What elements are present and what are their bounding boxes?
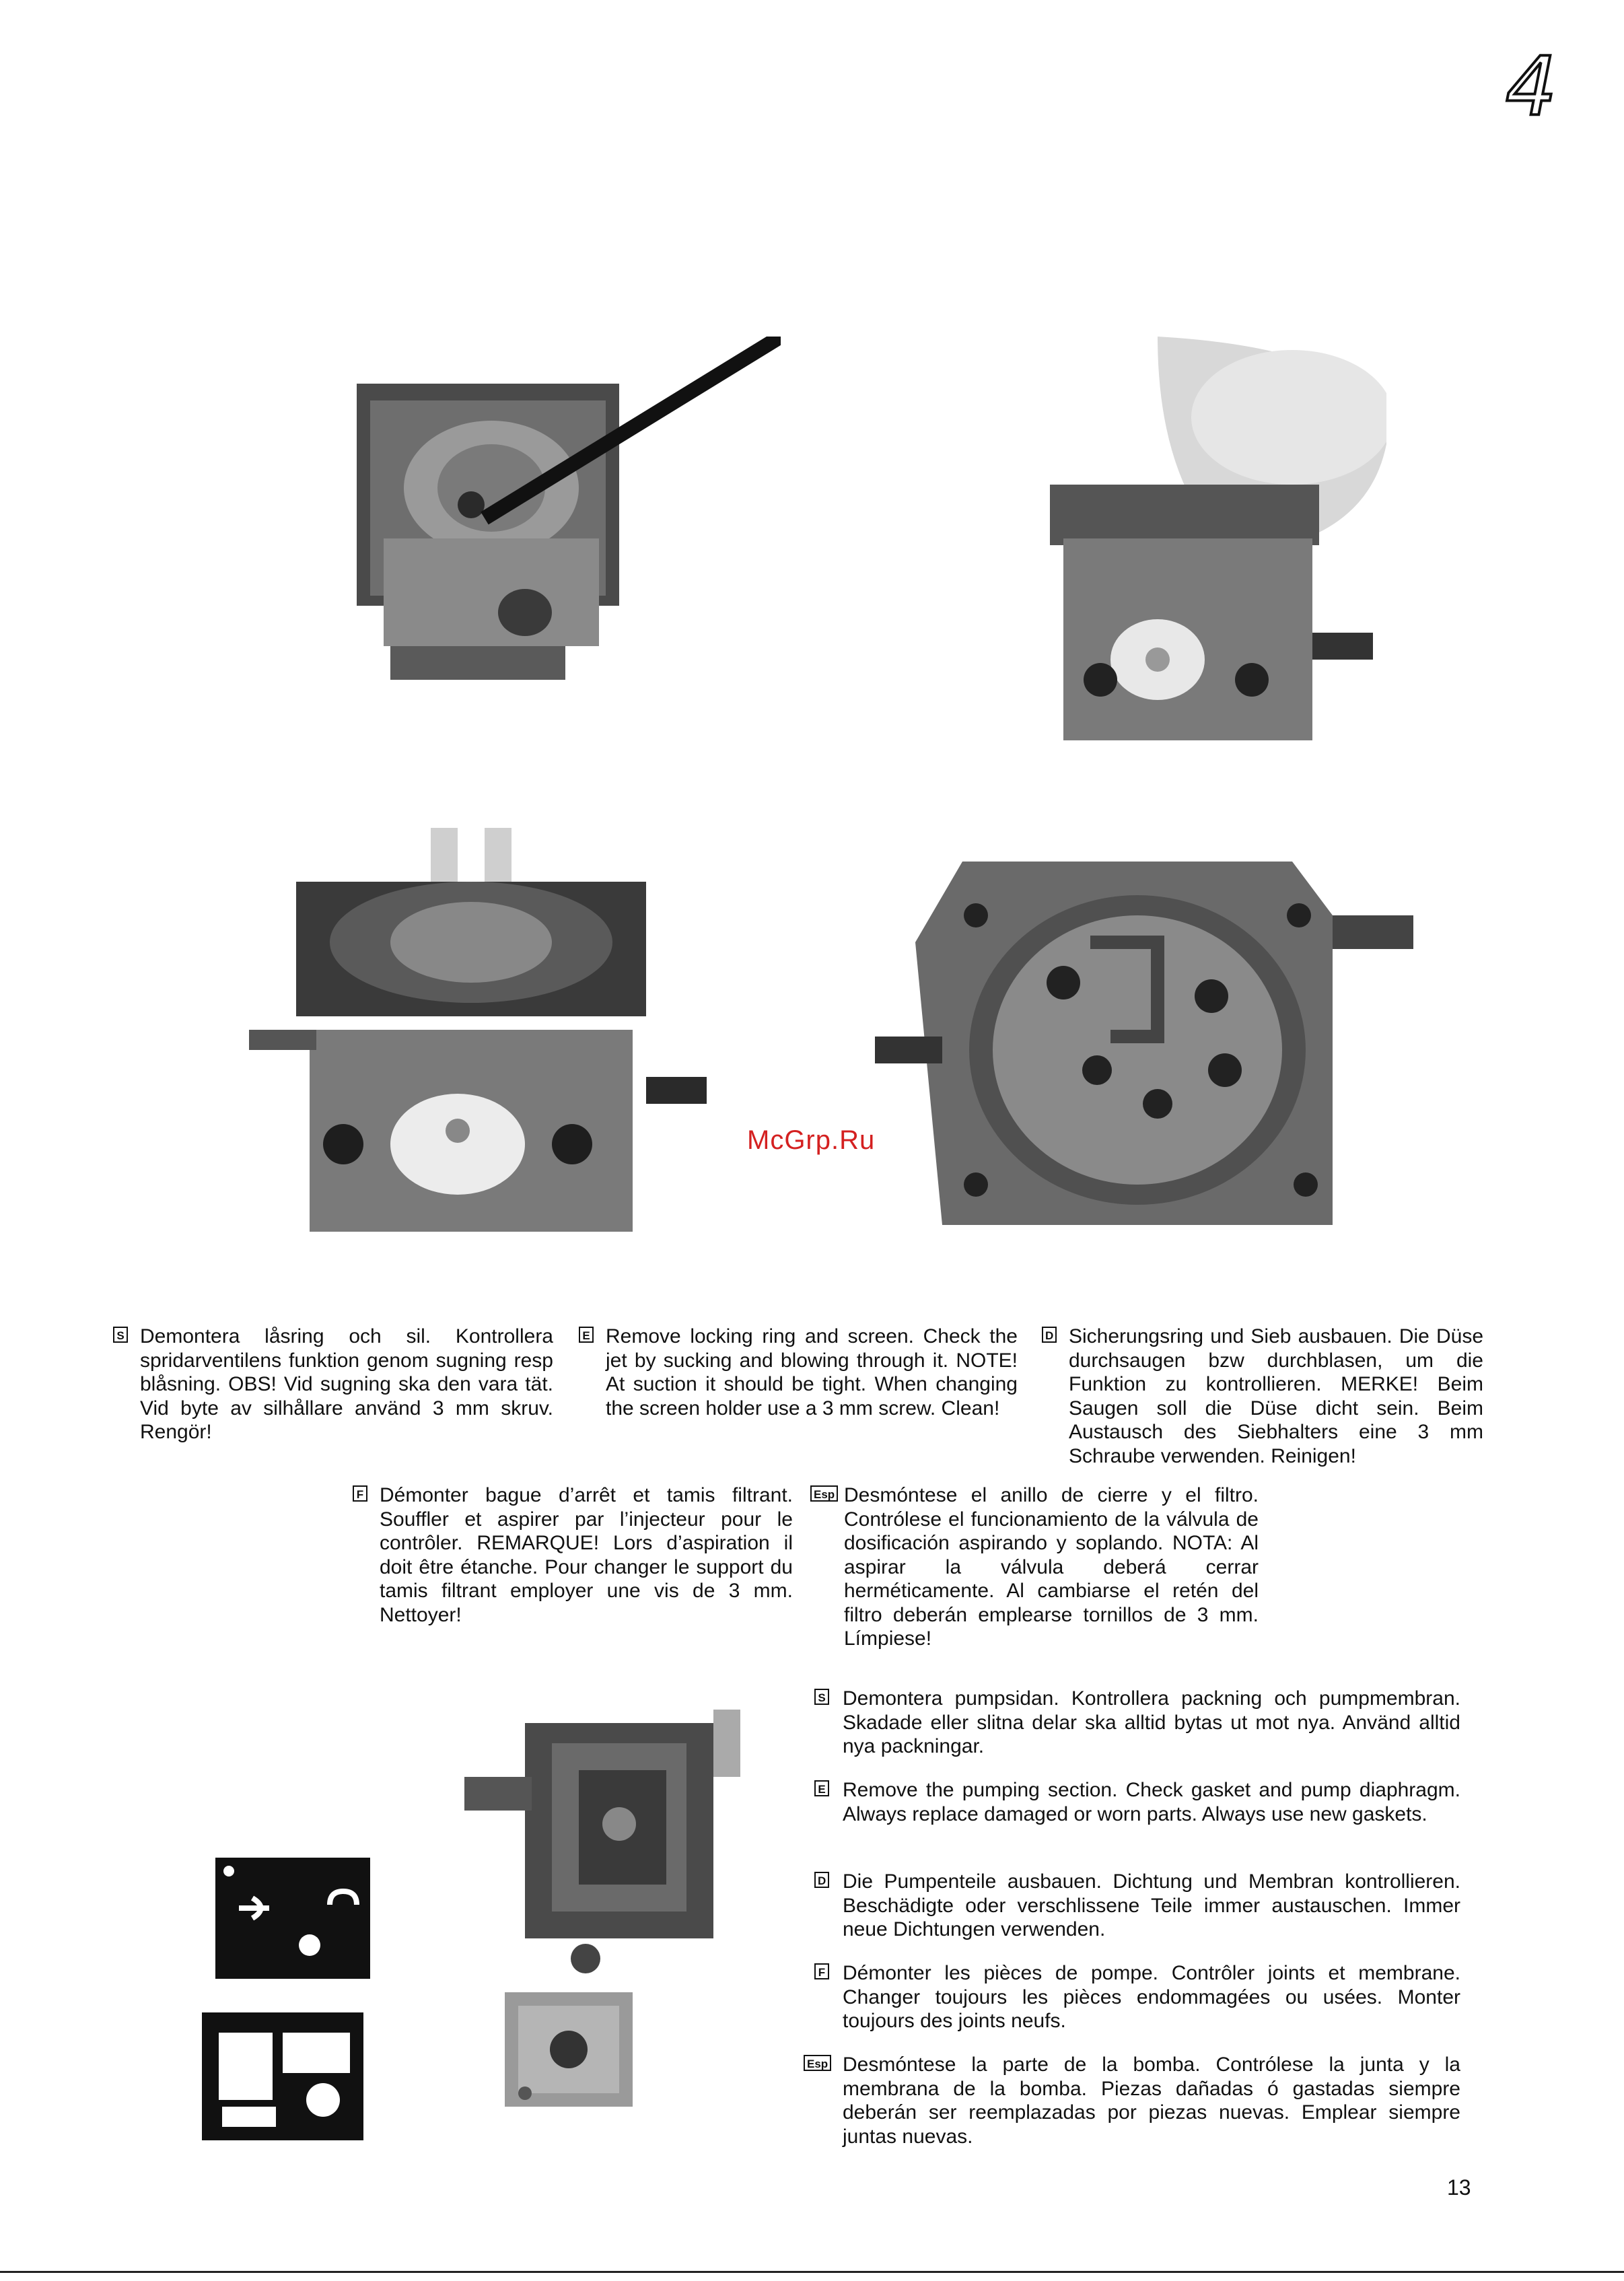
- section1-french-text: Démonter bague d’arrêt et tamis filtrant…: [380, 1484, 793, 1626]
- section1-english-text: Remove locking ring and screen. Check th…: [606, 1325, 1018, 1419]
- footer-rule: [0, 2271, 1624, 2273]
- photo-metering-chamber: [875, 848, 1454, 1279]
- section2-german: D Die Pumpenteile ausbauen. Dichtung und…: [814, 1870, 1460, 1942]
- section1-french: F Démonter bague d’arrêt et tamis filtra…: [353, 1483, 793, 1627]
- lang-badge-d: D: [1042, 1327, 1057, 1343]
- section2-french: F Démonter les pièces de pompe. Contrôle…: [814, 1961, 1460, 2033]
- lang-badge-f: F: [353, 1485, 367, 1502]
- photo-gasket-2: [195, 2006, 370, 2147]
- page-number: 13: [1447, 2175, 1471, 2200]
- lang-badge-e: E: [814, 1780, 829, 1796]
- photo-pump-section: [444, 1696, 761, 1965]
- section2-swedish-text: Demontera pumpsidan. Kontrollera packnin…: [843, 1687, 1460, 1757]
- lang-badge-d: D: [814, 1872, 830, 1888]
- photo-carburetor-screen: [229, 828, 740, 1259]
- lang-badge-f: F: [814, 1963, 829, 1979]
- watermark: McGrp.Ru: [747, 1125, 876, 1155]
- section1-swedish: S Demontera låsring och sil. Kontrollera…: [113, 1325, 553, 1444]
- section1-german: D Sicherungsring und Sieb ausbauen. Die …: [1042, 1325, 1483, 1468]
- section1-swedish-text: Demontera låsring och sil. Kontrollera s…: [140, 1325, 553, 1443]
- lang-badge-s: S: [113, 1327, 128, 1343]
- lang-badge-s: S: [814, 1689, 829, 1705]
- section2-spanish-text: Desmóntese la parte de la bomba. Contról…: [843, 2054, 1460, 2148]
- section1-spanish: Esp Desmóntese el anillo de cierre y el …: [810, 1483, 1259, 1651]
- lang-badge-esp: Esp: [804, 2055, 832, 2071]
- lang-badge-esp: Esp: [810, 1485, 839, 1502]
- photo-carburetor-probe: [350, 337, 781, 767]
- section2-spanish: Esp Desmóntese la parte de la bomba. Con…: [804, 2053, 1460, 2148]
- photo-carburetor-hand: [956, 337, 1386, 767]
- section1-spanish-text: Desmóntese el anillo de cierre y el filt…: [844, 1484, 1259, 1650]
- section2-german-text: Die Pumpenteile ausbauen. Dichtung und M…: [843, 1870, 1460, 1940]
- lang-badge-e: E: [579, 1327, 594, 1343]
- photo-pump-cover: [491, 1938, 639, 2127]
- section1-german-text: Sicherungsring und Sieb ausbauen. Die Dü…: [1069, 1325, 1483, 1467]
- chapter-number: 4: [1504, 39, 1558, 135]
- photo-gasket-1: [202, 1844, 377, 1986]
- section1-english: E Remove locking ring and screen. Check …: [579, 1325, 1018, 1420]
- section2-english: E Remove the pumping section. Check gask…: [814, 1778, 1460, 1826]
- section2-english-text: Remove the pumping section. Check gasket…: [843, 1779, 1460, 1825]
- section2-swedish: S Demontera pumpsidan. Kontrollera packn…: [814, 1687, 1460, 1759]
- section2-french-text: Démonter les pièces de pompe. Contrôler …: [843, 1962, 1460, 2032]
